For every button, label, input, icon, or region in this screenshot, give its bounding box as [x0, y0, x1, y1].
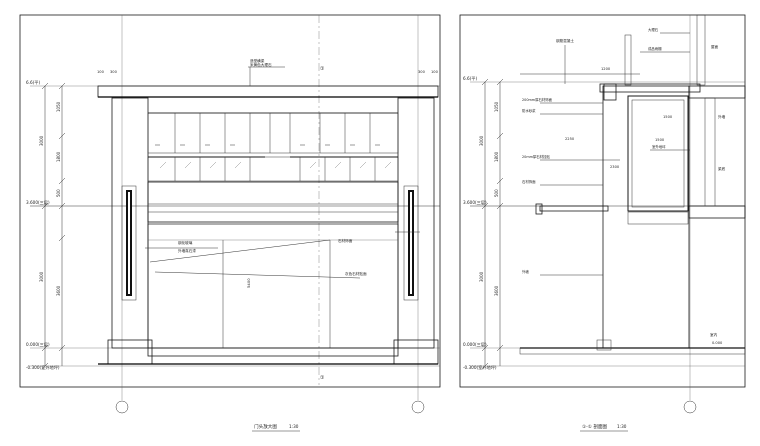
right-dim-inner-3: 3600 [494, 285, 499, 296]
top-cornice [97, 85, 439, 98]
section-mark-top: ① [320, 66, 325, 72]
top-dim-l0: 100 [97, 70, 105, 74]
left-pillar-base [107, 339, 153, 365]
section-mark-bottom: ① [320, 375, 325, 381]
section-wall [602, 85, 690, 349]
left-leaders [145, 66, 420, 279]
right-top-dim-4: 2300 [610, 165, 620, 169]
right-level-roof: 6.6(平) [463, 76, 477, 82]
left-pillar [111, 97, 149, 349]
dim-inner-0: 1050 [56, 101, 61, 112]
dim-inner-3: 3600 [56, 285, 61, 296]
upper-wall [696, 14, 706, 86]
upper-cabinets [147, 112, 399, 154]
axis-circle-left [115, 400, 129, 414]
dim-inner-1: 1800 [56, 151, 61, 162]
callout-left-4: 石材饰面 [338, 238, 353, 243]
callout-left-5: 灰色石材贴面 [345, 271, 367, 276]
callout-right-6: 石材饰面 [522, 179, 536, 184]
right-pillar-base [393, 339, 439, 365]
right-axis-circle [683, 400, 697, 414]
left-frame [19, 14, 441, 388]
dim-ticks [41, 82, 66, 370]
callout-right-0: 钢筋混凝土 [556, 38, 574, 43]
callout-left-2: 钢化玻璃 [178, 240, 193, 245]
left-title: 门头放大图 [254, 423, 277, 430]
canopy-projection [539, 205, 609, 212]
mid-slab [688, 205, 746, 219]
right-dim-outer-0: 3000 [479, 135, 484, 146]
right-dim-outer-1: 3000 [479, 271, 484, 282]
level-label-floor: 0.000(三层) [26, 342, 50, 348]
right-level-mid: 3.600(三层) [463, 200, 487, 206]
top-dim-l1: 300 [110, 70, 118, 74]
callout-right-4: 防水砂浆 [522, 108, 536, 113]
right-top-dim-1: 1500 [663, 115, 673, 119]
section-hollow [627, 95, 689, 212]
right-section-view: 6.6(平) 3.600(三层) 0.000(三层) -0.300(室外地坪) … [459, 14, 746, 432]
right-pillar-panel [403, 185, 419, 301]
glass-band [147, 156, 399, 182]
right-scale: 1:30 [617, 424, 627, 429]
dim-outer-0: 3000 [39, 135, 44, 146]
right-dim-inner-1: 1800 [494, 151, 499, 162]
right-level-floor: 0.000(三层) [463, 342, 487, 348]
left-scale: 1:30 [289, 424, 299, 429]
right-label-2: 梁底 [718, 166, 726, 171]
dim-inner-2: 500 [56, 189, 61, 197]
entry-step [147, 347, 399, 357]
right-label-1: 外墙 [718, 114, 726, 119]
right-dim-inner-0: 1050 [494, 101, 499, 112]
right-beam [688, 85, 746, 99]
top-dim-r1: 100 [431, 70, 439, 74]
callout-right-5: 20mm厚石材挂贴 [522, 154, 550, 159]
left-elevation-view: ① ① 6.6(平) 3.600(三层) 0.000(三层) -0.300(室外… [19, 14, 441, 432]
right-dim-inner-2: 500 [494, 189, 499, 197]
top-dim-r0: 300 [418, 70, 426, 74]
right-level-ground: -0.300(室外地坪) [463, 364, 497, 371]
axis-circle-right [411, 400, 425, 414]
right-top-dim-2: 1500 [655, 138, 665, 142]
right-leaders [540, 32, 690, 276]
level-label-roof: 6.6(平) [26, 80, 40, 86]
callout-left-1: 米黄色大理石 [250, 62, 272, 67]
right-title: ①-① 剖面图 [582, 423, 608, 430]
right-label-3: 室内 [710, 332, 718, 337]
callout-right-2: 成品雨棚 [648, 46, 662, 51]
right-wall [704, 97, 716, 207]
left-pillar-panel [121, 185, 137, 301]
right-top-dim-3: 2250 [565, 137, 575, 141]
dim-outer-1: 3000 [39, 271, 44, 282]
roof-slab [599, 83, 701, 93]
callout-right-7: 外墙 [522, 269, 529, 274]
level-label-ground: -0.300(室外地坪) [26, 364, 60, 371]
callout-right-3: 大理石 [648, 27, 659, 32]
right-top-dim-0: 1200 [601, 67, 611, 71]
right-label-0: 屋面 [711, 44, 719, 49]
right-level-marker: 0.000 [712, 341, 723, 345]
right-pillar [397, 97, 435, 349]
center-dim: 5400 [246, 278, 251, 288]
callout-right-1: 200mm厚石材饰面 [522, 97, 553, 102]
right-frame [459, 14, 746, 388]
level-label-mid: 3.600(三层) [26, 200, 50, 206]
callout-left-0: 造型横梁 [250, 58, 265, 63]
callout-right-8: 室外地坪 [652, 144, 666, 149]
canopy-band [147, 181, 399, 223]
callout-left-3: 外墙真石漆 [178, 248, 196, 253]
